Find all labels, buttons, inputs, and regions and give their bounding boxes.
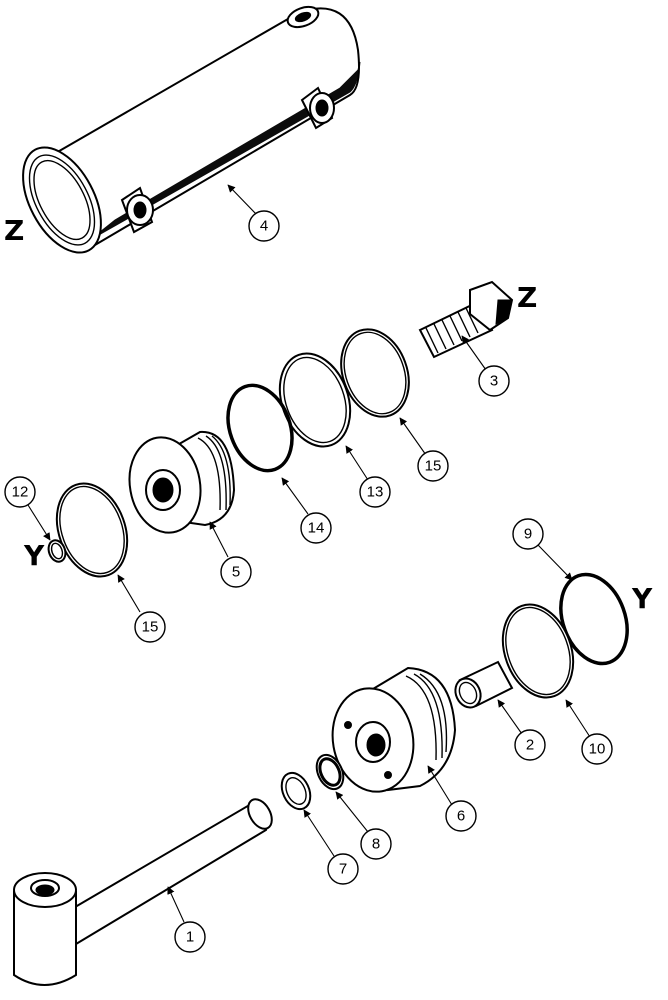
seal-ring-15-upper-part [340, 328, 410, 418]
callout-15-upper: 15 [417, 450, 449, 482]
svg-text:3: 3 [490, 373, 498, 390]
wiper-seal-part [315, 753, 345, 791]
marker-z-right: Z [517, 281, 537, 314]
seal-ring-15-lower-part [55, 482, 129, 578]
svg-text:9: 9 [524, 526, 532, 543]
bolt-part [418, 280, 514, 359]
svg-text:1: 1 [186, 929, 194, 946]
sleeve-part [454, 660, 514, 709]
svg-text:12: 12 [12, 484, 29, 501]
marker-y-right: Y [631, 582, 653, 615]
callout-4: 4 [248, 210, 280, 242]
callout-3: 3 [478, 365, 510, 397]
piston-part [128, 430, 236, 534]
gland-part [331, 666, 457, 793]
svg-text:14: 14 [308, 520, 325, 537]
callout-1: 1 [174, 921, 206, 953]
svg-text:8: 8 [372, 836, 380, 853]
callout-9: 9 [512, 518, 544, 550]
cylinder-barrel-part [22, 5, 361, 254]
callout-2: 2 [514, 729, 546, 761]
svg-text:2: 2 [526, 737, 534, 754]
o-ring-14-part [226, 383, 294, 473]
ring-10-part [501, 603, 575, 699]
callout-5: 5 [220, 556, 252, 588]
svg-text:7: 7 [339, 861, 347, 878]
callout-15-lower: 15 [134, 611, 166, 643]
svg-text:10: 10 [589, 741, 606, 758]
callout-12: 12 [4, 476, 36, 508]
ring-13-part [278, 352, 352, 448]
piston-rod-part [13, 798, 273, 986]
svg-text:4: 4 [260, 218, 268, 235]
svg-text:13: 13 [367, 484, 384, 501]
callout-14: 14 [300, 512, 332, 544]
small-o-ring-12-part [47, 539, 67, 563]
svg-text:6: 6 [457, 808, 465, 825]
callout-10: 10 [581, 733, 613, 765]
leader-lines [27, 184, 591, 923]
svg-text:5: 5 [232, 564, 240, 581]
callout-8: 8 [360, 828, 392, 860]
callout-7: 7 [327, 853, 359, 885]
callout-13: 13 [359, 476, 391, 508]
marker-z-left: Z [4, 214, 24, 247]
callout-6: 6 [445, 800, 477, 832]
marker-y-left: Y [23, 539, 45, 572]
svg-text:15: 15 [142, 619, 159, 636]
ring-7-part [280, 771, 312, 811]
svg-text:15: 15 [425, 458, 442, 475]
